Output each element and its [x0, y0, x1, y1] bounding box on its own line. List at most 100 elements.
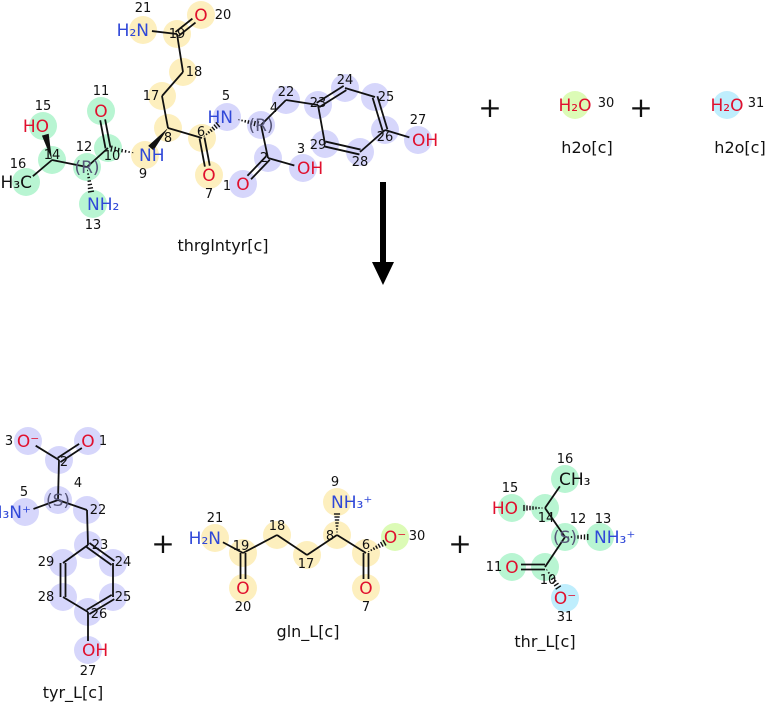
atom-label: O [359, 579, 372, 599]
bond [523, 504, 543, 512]
bond [148, 128, 168, 151]
atom-number: 2 [260, 151, 268, 166]
atom-number: 5 [222, 89, 230, 104]
bond [110, 145, 134, 154]
atom-number: 7 [205, 187, 213, 202]
atom-label: O⁻ [384, 528, 406, 548]
atom-number: 14 [538, 511, 555, 526]
molecule-name: thr_L[c] [514, 632, 575, 652]
atom-number: 24 [115, 555, 132, 570]
atom-label: H₃N⁺ [0, 503, 31, 523]
atom-number: 11 [486, 560, 503, 575]
bond [57, 443, 83, 463]
bond [267, 157, 295, 167]
atom-highlight [551, 584, 579, 612]
bond [359, 129, 386, 153]
bond [306, 534, 338, 556]
atom-number: 29 [310, 138, 327, 153]
atom-label: O [202, 166, 215, 186]
atom-label: HO [492, 499, 518, 519]
atom-label: O [81, 432, 94, 452]
atom-number: 22 [278, 85, 295, 100]
atom-number: 17 [143, 89, 160, 104]
bond [367, 539, 387, 553]
bond [238, 119, 260, 128]
atom-number: 18 [269, 519, 286, 534]
atom-label: O [236, 175, 249, 195]
bond [544, 507, 566, 538]
bond [86, 594, 115, 615]
bond [203, 121, 221, 137]
atom-number: 8 [164, 131, 172, 146]
atom-label: O⁻ [17, 432, 39, 452]
atom-highlight [29, 112, 57, 140]
bond [317, 104, 326, 145]
atom-highlight [561, 91, 589, 119]
bond [276, 534, 308, 556]
atom-label: O [194, 6, 207, 26]
bond [151, 30, 178, 35]
bond [316, 85, 347, 108]
atom-highlight [187, 1, 215, 29]
atom-number: 30 [598, 96, 615, 111]
atom-number: 3 [297, 142, 305, 157]
bond [544, 536, 566, 568]
bond [33, 499, 59, 510]
stereo-label: (R) [248, 116, 273, 136]
atom-number: 28 [38, 590, 55, 605]
atom-highlight [74, 636, 102, 664]
atom-number: 21 [207, 511, 224, 526]
atom-number: 9 [331, 475, 339, 490]
atom-highlight [289, 154, 317, 182]
atom-highlight [551, 465, 579, 493]
atom-number: 16 [10, 157, 27, 172]
atom-highlight [381, 523, 409, 551]
bond [86, 147, 109, 168]
atom-number: 26 [91, 607, 108, 622]
atom-number: 31 [557, 610, 574, 625]
atom-number: 4 [74, 476, 82, 491]
atom-number: 28 [352, 155, 369, 170]
atom-number: 26 [377, 130, 394, 145]
atom-number: 12 [570, 512, 587, 527]
atom-highlight [404, 126, 432, 154]
atom-number: 13 [85, 218, 102, 233]
bond [167, 127, 203, 139]
atom-highlight [229, 574, 257, 602]
atom-highlight [323, 488, 351, 516]
atom-number: 1 [223, 179, 231, 194]
atom-number: 27 [80, 664, 97, 679]
bond [86, 542, 115, 566]
atom-highlight [14, 427, 42, 455]
atom-number: 1 [99, 434, 107, 449]
atom-highlight [586, 523, 614, 551]
bond [546, 569, 562, 590]
atom-number: 19 [233, 539, 250, 554]
bond [59, 563, 67, 597]
bond [285, 99, 319, 106]
bond [57, 499, 88, 511]
bond [176, 33, 184, 73]
bond [41, 133, 52, 160]
atom-label: CH₃ [559, 470, 590, 490]
atom-label: H₂N [117, 21, 149, 41]
atom-label: NH₃⁺ [594, 528, 635, 548]
bond [371, 96, 389, 131]
atom-label: NH [139, 146, 165, 166]
bond [161, 95, 169, 129]
atom-number: 14 [44, 148, 61, 163]
atom-number: 3 [5, 434, 13, 449]
atom-label: H₂N [189, 529, 221, 549]
bond [239, 553, 247, 579]
atom-label: HO [23, 117, 49, 137]
atom-number: 7 [362, 600, 370, 615]
atom-number: 5 [20, 485, 28, 500]
bond [62, 596, 89, 613]
bond [362, 553, 370, 579]
